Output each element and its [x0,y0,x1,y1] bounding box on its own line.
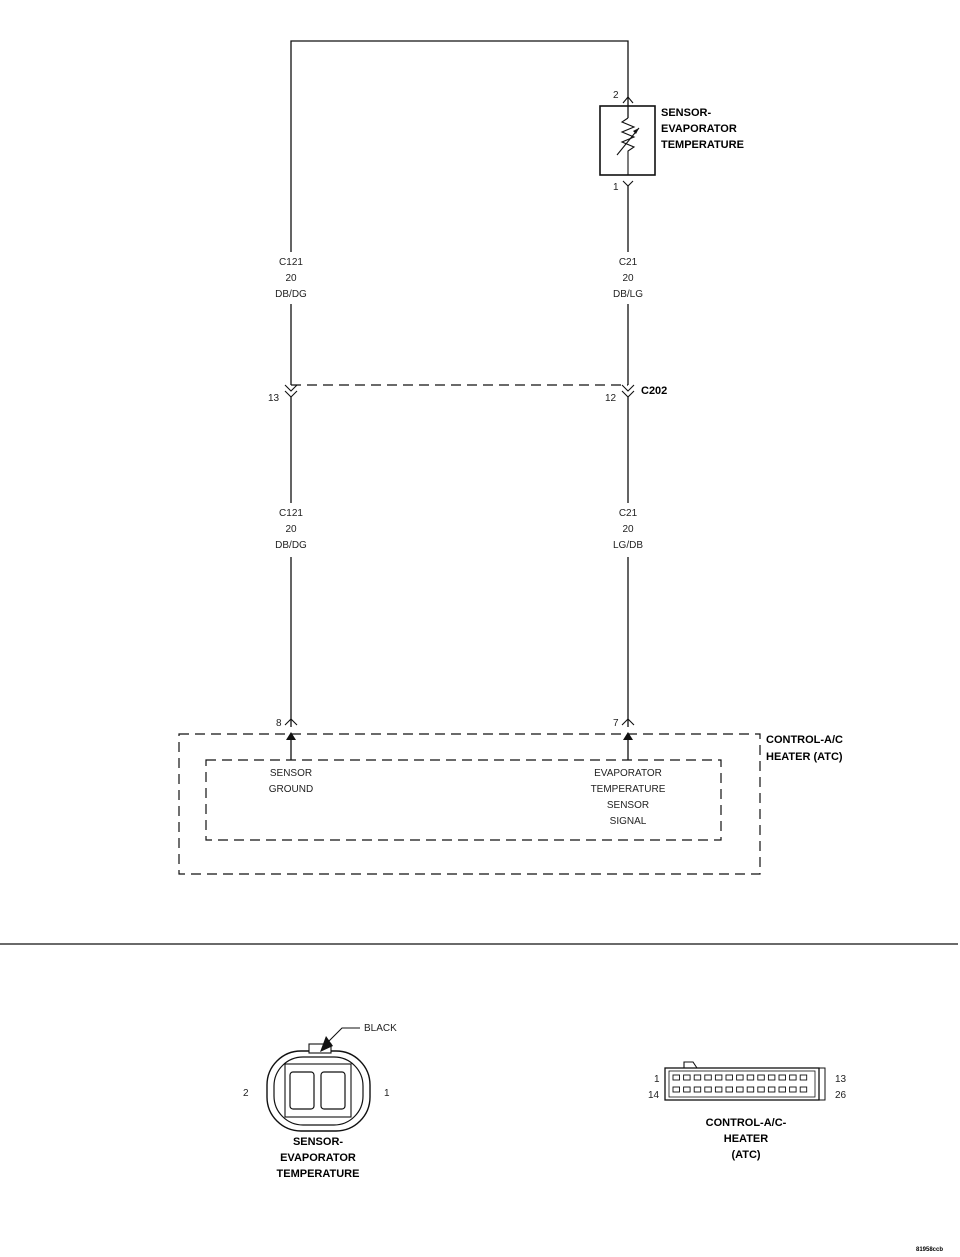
control-pin7-terminal [621,718,635,726]
terminal-cavity [789,1086,797,1093]
terminal-cavity [746,1074,755,1081]
control-view-title-line-2: HEATER [724,1133,768,1145]
right-upper-gauge: 20 [622,273,634,284]
terminal-cavity [789,1074,797,1081]
sensor-title-line-1: SENSOR- [661,107,711,119]
left-upper-label-gap [270,252,312,304]
terminal-cavity [672,1086,680,1093]
control-module-outline [178,733,761,875]
control-title-line-2: HEATER (ATC) [766,751,843,763]
black-color-pointer [320,1036,333,1052]
right-circuit-line-2: TEMPERATURE [591,784,666,795]
terminal-cavity [672,1074,680,1081]
left-lower-circuit: C121 [279,508,303,519]
terminal-cavity [736,1074,744,1081]
sensor-pin1-terminal [622,180,634,187]
left-lower-color: DB/DG [275,540,307,551]
terminal-cavity [704,1074,712,1081]
control-view-title-line-1: CONTROL-A/C- [706,1117,787,1129]
right-lower-color: LG/DB [613,540,643,551]
terminal-cavity [778,1074,786,1081]
control-pin8-label: 8 [276,718,282,729]
left-upper-circuit: C121 [279,257,303,268]
black-leader-line [328,1027,360,1042]
sensor-title-line-3: TEMPERATURE [661,139,744,151]
c202-pin13-terminal [284,384,298,398]
figure-id: 81958ccb [916,1247,943,1253]
sensor-title-line-2: EVAPORATOR [661,123,737,135]
terminal-cavity [757,1074,765,1081]
right-lower-circuit: C21 [619,508,638,519]
terminal-cavity [736,1086,744,1093]
right-circuit-line-4: SIGNAL [610,816,647,827]
control-view-pin-13: 13 [835,1074,847,1085]
left-circuit-line-1: SENSOR [270,768,312,779]
ground-return-wire [290,40,629,385]
terminal-cavity [704,1086,712,1093]
left-upper-color: DB/DG [275,289,307,300]
terminal-cavity [725,1086,733,1093]
sensor-pin2-label: 2 [613,90,619,101]
right-circuit-line-3: SENSOR [607,800,649,811]
control-connector-face [664,1061,826,1101]
terminal-cavity [757,1086,765,1093]
terminal-cavity [683,1086,691,1093]
control-pin7-label: 7 [613,718,619,729]
sensor-pin1-label: 1 [613,182,619,193]
left-upper-gauge: 20 [285,273,297,284]
sensor-view-title-line-1: SENSOR- [293,1136,343,1148]
right-lower-gauge: 20 [622,524,634,535]
right-circuit-line-1: EVAPORATOR [594,768,662,779]
sensor-view-pin-right: 1 [384,1088,390,1099]
terminal-cavity [767,1074,776,1081]
control-view-pin-26: 26 [835,1090,847,1101]
left-lower-gauge: 20 [285,524,297,535]
sensor-connector-face [266,1043,371,1132]
terminal-cavity [746,1086,755,1093]
terminal-cavity [714,1086,723,1093]
terminal-cavity [725,1074,733,1081]
terminal-cavity [714,1074,723,1081]
control-view-pin-1: 1 [654,1074,660,1085]
sensor-view-title-line-2: EVAPORATOR [280,1152,356,1164]
terminal-cavity [778,1086,786,1093]
right-upper-circuit: C21 [619,257,638,268]
c202-name: C202 [641,385,667,397]
sensor-view-color-label: BLACK [364,1023,397,1034]
c202-pin12-terminal [621,384,635,398]
control-pin8-terminal [284,718,298,726]
terminal-cavity [767,1086,776,1093]
terminal-cavity [693,1086,702,1093]
control-view-title-line-3: (ATC) [731,1149,760,1161]
terminal-cavity [799,1086,808,1093]
terminal-cavity [683,1074,691,1081]
control-module-inner-outline [205,759,722,841]
sensor-ground-arrow [286,732,296,740]
terminal-cavity [799,1074,808,1081]
terminal-cavity [693,1074,702,1081]
right-upper-color: DB/LG [613,289,643,300]
c202-right-pin: 12 [605,393,617,404]
sensor-signal-arrow [623,732,633,740]
control-title-line-1: CONTROL-A/C [766,734,843,746]
sensor-view-title-line-3: TEMPERATURE [277,1168,360,1180]
evaporator-temperature-sensor [599,105,656,176]
control-view-pin-14: 14 [648,1090,660,1101]
c202-left-pin: 13 [268,393,280,404]
left-circuit-line-2: GROUND [269,784,313,795]
sensor-view-pin-left: 2 [243,1088,249,1099]
